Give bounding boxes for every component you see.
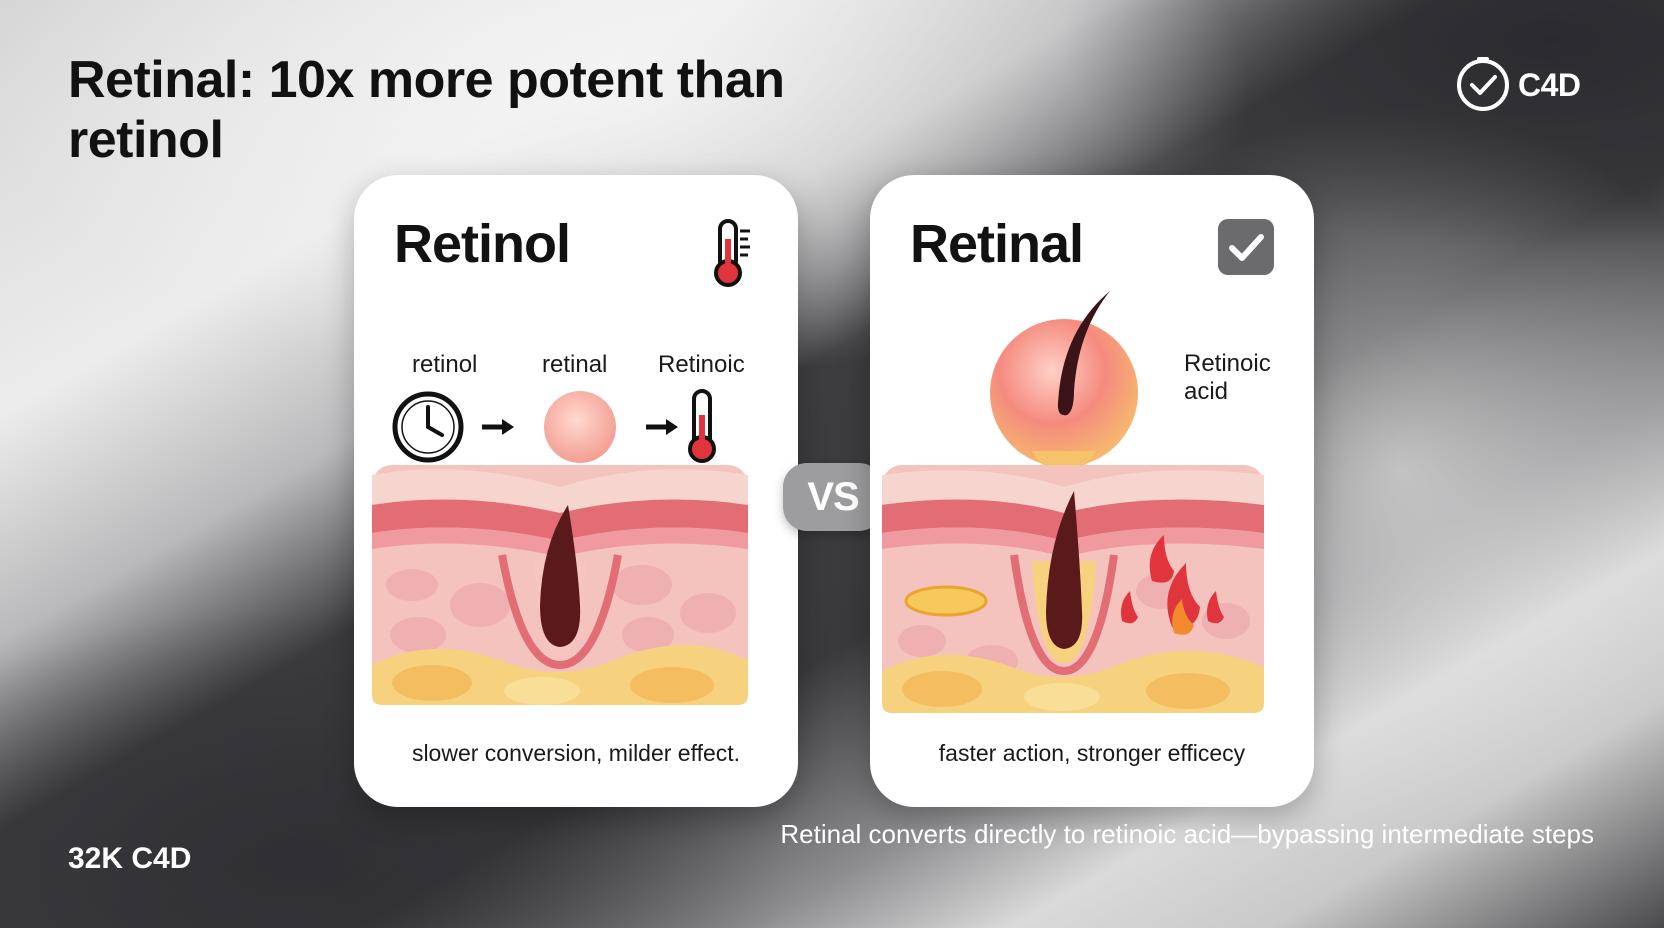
inflammation-flames <box>1121 535 1224 635</box>
step-label-retinol: retinol <box>412 351 478 378</box>
retinal-molecule <box>544 391 616 463</box>
card-title-retinal: Retinal <box>910 214 1084 274</box>
vs-badge: VS <box>783 463 883 531</box>
skin-cross-section-illustration <box>372 465 748 705</box>
thermometer-icon <box>688 389 716 463</box>
card-caption-retinal: faster action, stronger efficecy <box>938 740 1246 766</box>
step-label-retinoic: Retinoic <box>658 351 745 378</box>
clock-check-icon <box>1457 57 1509 111</box>
thermometer-icon <box>714 219 750 287</box>
skin-absorption-illustration <box>882 291 1264 713</box>
stat-label: 32K C4D <box>68 842 192 875</box>
brand-label: C4D <box>1518 66 1581 103</box>
headline: Retinal: 10x more potent than retinol <box>68 51 785 169</box>
conversion-steps-diagram <box>392 389 716 463</box>
brand-logo: C4D <box>1454 56 1581 114</box>
retinoic-acid-label: Retinoic acid <box>1184 350 1271 405</box>
card-caption-retinol: slower conversion, milder effect. <box>411 740 741 766</box>
retinol-card: Retinol retinol retinal Retinoic <box>354 175 798 807</box>
checkbox-checked-icon <box>1218 219 1274 275</box>
clock-icon <box>392 391 464 463</box>
retinal-card: Retinal Retinoic acid <box>870 175 1314 807</box>
footnote: Retinal converts directly to retinoic ac… <box>780 819 1594 849</box>
step-label-retinal: retinal <box>542 351 608 378</box>
card-title-retinol: Retinol <box>394 214 571 274</box>
arrow-right-icon <box>646 419 678 435</box>
arrow-right-icon <box>482 419 514 435</box>
